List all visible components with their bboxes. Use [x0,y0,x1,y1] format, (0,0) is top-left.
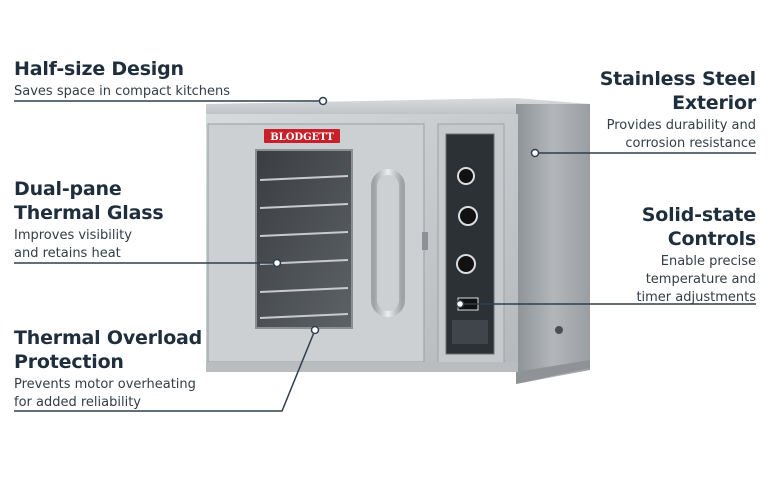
callout-dot-solid-state [455,299,465,309]
callout-dot-dual-pane [272,258,282,268]
oven-base-side [516,360,590,384]
feature-dual-pane: Dual-pane Thermal Glass Improves visibil… [14,177,164,263]
feature-stainless-title-2: Exterior [672,92,756,114]
blodgett-logo [264,129,340,143]
oven-side-panel [516,104,590,384]
feature-thermal-overload-title-2: Protection [14,351,124,373]
callout-dots [272,96,540,335]
callout-lines [14,100,756,412]
feature-stainless-desc-2: corrosion resistance [625,136,756,151]
feature-half-size: Half-size Design Saves space in compact … [14,57,230,101]
door-handle[interactable] [371,169,405,317]
feature-solid-state-desc-2: temperature and [645,272,756,287]
temperature-knob[interactable] [458,206,478,226]
door-hinge [422,232,428,250]
feature-solid-state-title-2: Controls [667,228,756,250]
feature-thermal-overload-desc-2: for added reliability [14,395,141,410]
feature-thermal-overload-desc-1: Prevents motor overheating [14,377,196,392]
oven-top [206,98,590,118]
side-port-icon [555,326,563,334]
callout-line-thermal-overload [14,329,316,412]
cook-timer-knob[interactable] [456,254,476,274]
callout-dot-stainless [530,148,540,158]
feature-dual-pane-desc-2: and retains heat [14,246,121,261]
feature-thermal-overload: Thermal Overload Protection Prevents mot… [14,326,202,412]
oven-base [206,362,518,372]
callout-dot-half-size [318,96,328,106]
feature-solid-state-title-1: Solid-state [641,204,756,226]
timer-knob[interactable] [457,167,475,185]
feature-solid-state: Solid-state Controls Enable precise temp… [636,203,756,307]
feature-dual-pane-title-1: Dual-pane [14,178,122,200]
feature-dual-pane-title-2: Thermal Glass [14,202,164,224]
callout-dot-thermal-overload [310,325,320,335]
feature-stainless-desc-1: Provides durability and [606,118,756,133]
feature-solid-state-desc-3: timer adjustments [636,290,756,305]
feature-solid-state-desc-1: Enable precise [660,254,756,269]
feature-thermal-overload-title-1: Thermal Overload [14,327,203,349]
feature-half-size-desc: Saves space in compact kitchens [14,84,231,99]
control-label-plate [452,320,488,344]
feature-dual-pane-desc-1: Improves visibility [14,228,132,243]
blodgett-logo-text: BLODGETT [270,132,334,143]
feature-half-size-title: Half-size Design [14,58,184,80]
feature-stainless-title-1: Stainless Steel [599,68,757,90]
feature-stainless-steel: Stainless Steel Exterior Provides durabi… [599,67,757,153]
